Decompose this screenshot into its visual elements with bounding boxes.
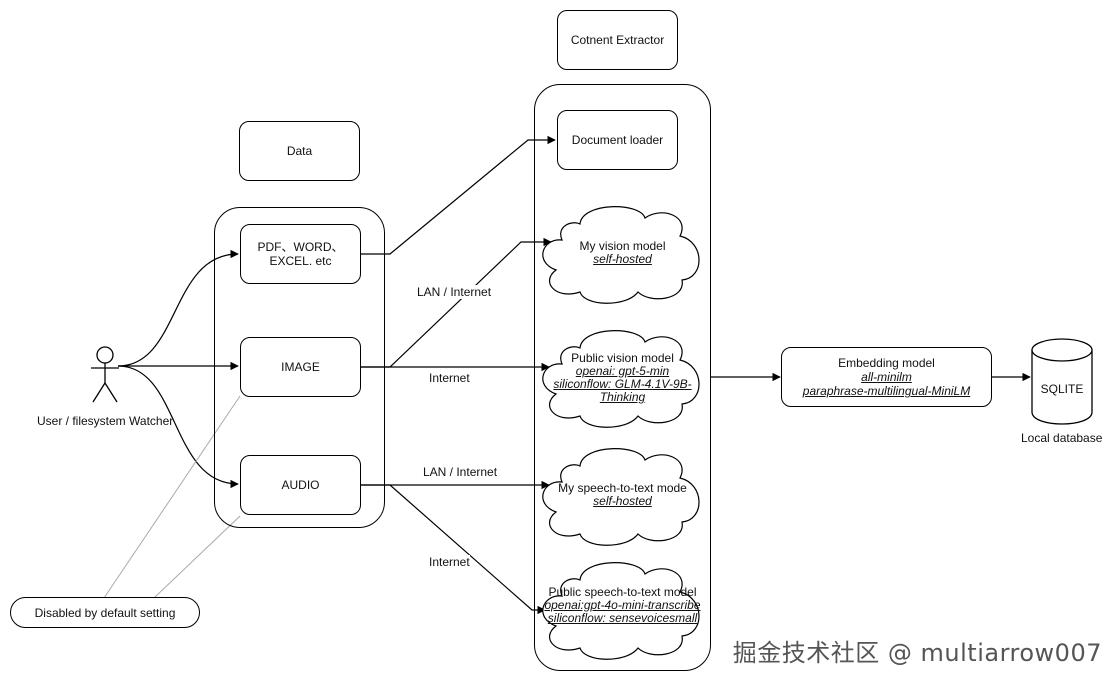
- edge-label-lan-internet-vision: LAN / Internet: [417, 285, 492, 299]
- public-vision-title: Public vision model: [571, 351, 674, 365]
- data-title: Data: [286, 144, 313, 158]
- public-vision-sub1: openai: gpt-5-min: [575, 364, 670, 378]
- public-stt-sub2: siliconflow: sensevoicesmall: [547, 610, 698, 625]
- my-vision-title: My vision model: [579, 239, 666, 253]
- document-loader-node[interactable]: Document loader: [557, 110, 678, 170]
- embedding-title: Embedding model: [838, 356, 935, 370]
- disabled-by-default-note: Disabled by default setting: [10, 597, 200, 628]
- cloud-my-stt: [542, 448, 700, 546]
- public-vision-sub2: siliconflow: GLM-4.1V-9B-: [553, 377, 692, 391]
- public-vision-text[interactable]: Public vision model openai: gpt-5-min si…: [545, 348, 700, 408]
- image-node[interactable]: IMAGE: [240, 337, 361, 397]
- embedding-sub1: all-minilm: [861, 370, 912, 384]
- watermark: 掘金技术社区 @ multiarrow007: [732, 639, 1102, 667]
- document-loader-label: Document loader: [571, 133, 664, 147]
- pdf-node-line2: EXCEL. etc: [269, 254, 332, 268]
- my-vision-sub: self-hosted: [593, 252, 652, 266]
- edge-image-to-my-vision: [361, 237, 552, 368]
- my-stt-sub: self-hosted: [593, 494, 652, 508]
- cloud-public-stt: [542, 562, 700, 660]
- edge-audio-to-public-stt: [361, 484, 546, 615]
- image-node-label: IMAGE: [281, 360, 320, 374]
- sqlite-cylinder-icon: [1031, 338, 1093, 425]
- edge-actor-to-pdf: [117, 249, 239, 367]
- embedding-sub2: paraphrase-multilingual-MiniLM: [802, 384, 971, 398]
- data-group: [214, 207, 385, 528]
- content-extractor-group: [534, 84, 711, 671]
- my-stt-title: My speech-to-text mode: [558, 481, 687, 495]
- extractor-title-box: Cotnent Extractor: [557, 10, 678, 70]
- my-vision-text[interactable]: My vision model self-hosted: [545, 233, 700, 273]
- public-vision-sub3: Thinking: [599, 390, 646, 404]
- actor-label: User / filesystem Watcher: [37, 414, 174, 428]
- cloud-my-vision: [542, 206, 700, 304]
- data-title-box: Data: [239, 121, 360, 181]
- cloud-public-vision: [542, 330, 700, 428]
- local-database-label: Local database: [1021, 431, 1103, 445]
- actor-icon: [91, 346, 119, 403]
- edge-label-internet-vision: Internet: [429, 371, 470, 385]
- edge-label-lan-internet-stt: LAN / Internet: [423, 465, 498, 479]
- public-stt-text[interactable]: Public speech-to-text model openai:gpt-4…: [540, 583, 705, 627]
- embedding-model-node[interactable]: Embedding model all-minilm paraphrase-mu…: [781, 347, 992, 407]
- audio-node-label: AUDIO: [281, 478, 320, 492]
- edge-disabled-to-audio: [153, 515, 241, 599]
- public-stt-sub1: openai:gpt-4o-mini-transcribe: [544, 597, 701, 612]
- pdf-node-line1: PDF、WORD、: [257, 240, 344, 254]
- edge-actor-to-audio: [117, 365, 239, 489]
- sqlite-label[interactable]: SQLITE: [1040, 382, 1084, 396]
- edge-label-internet-stt: Internet: [429, 555, 470, 569]
- audio-node[interactable]: AUDIO: [240, 455, 361, 515]
- edge-disabled-to-image: [103, 395, 241, 599]
- my-stt-text[interactable]: My speech-to-text mode self-hosted: [545, 475, 700, 515]
- pdf-word-excel-node[interactable]: PDF、WORD、 EXCEL. etc: [240, 224, 361, 284]
- extractor-title: Cotnent Extractor: [570, 33, 665, 47]
- edge-pdf-to-document-loader: [361, 135, 556, 255]
- disabled-note-label: Disabled by default setting: [34, 605, 176, 620]
- public-stt-title: Public speech-to-text model: [548, 584, 697, 599]
